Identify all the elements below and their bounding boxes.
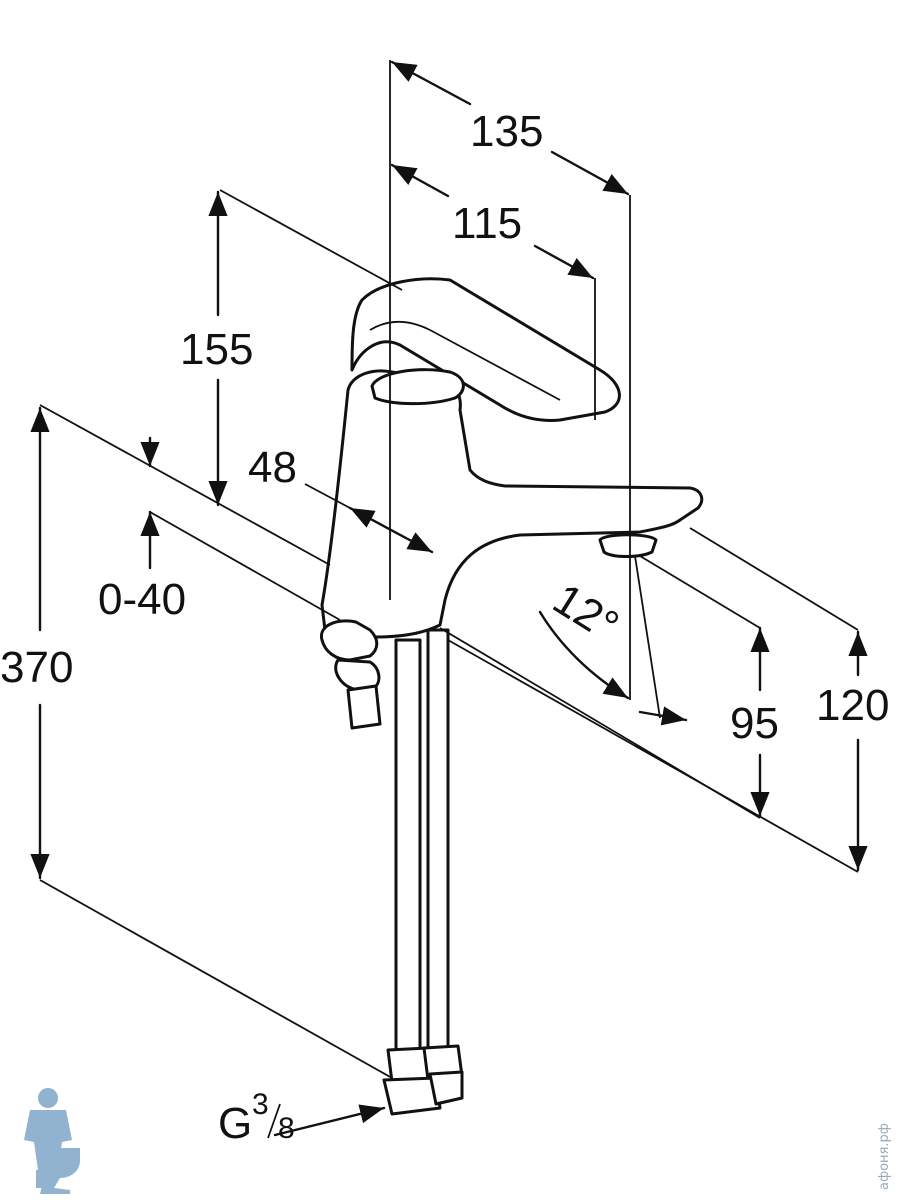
thread-fraction-denominator: 8: [278, 1112, 295, 1145]
dim-115-line: [390, 163, 450, 198]
dim-0-40-label: 0-40: [98, 575, 186, 624]
dimension-lines: [30, 60, 868, 1137]
dim-12-label: 12°: [545, 574, 627, 651]
dim-12-arc: [538, 610, 630, 700]
dim-155-label: 155: [180, 325, 253, 374]
thread-g: G: [218, 1099, 252, 1148]
dim-135-label: 135: [470, 107, 543, 156]
dim-115-label: 115: [452, 199, 522, 248]
dim-135-line: [390, 60, 472, 106]
dim-thread-leader: [273, 1104, 386, 1137]
faucet-body: [320, 277, 704, 1116]
watermark-text: афоня.рф: [877, 1123, 892, 1190]
dim-48-label: 48: [248, 443, 297, 492]
dim-370-label: 370: [0, 643, 73, 692]
thread-fraction-numerator: 3: [252, 1088, 269, 1121]
extension-lines: [39, 60, 859, 1079]
dim-48-line: [348, 506, 434, 554]
dim-120-label: 120: [816, 681, 889, 730]
plumber-mascot-icon: [24, 1088, 80, 1194]
dimension-labels: 135 115 155 48 0-40 370 12° 95 120 G 3 8: [0, 107, 889, 1148]
thread-size-label: G: [218, 1099, 252, 1148]
dim-95-label: 95: [730, 699, 779, 748]
